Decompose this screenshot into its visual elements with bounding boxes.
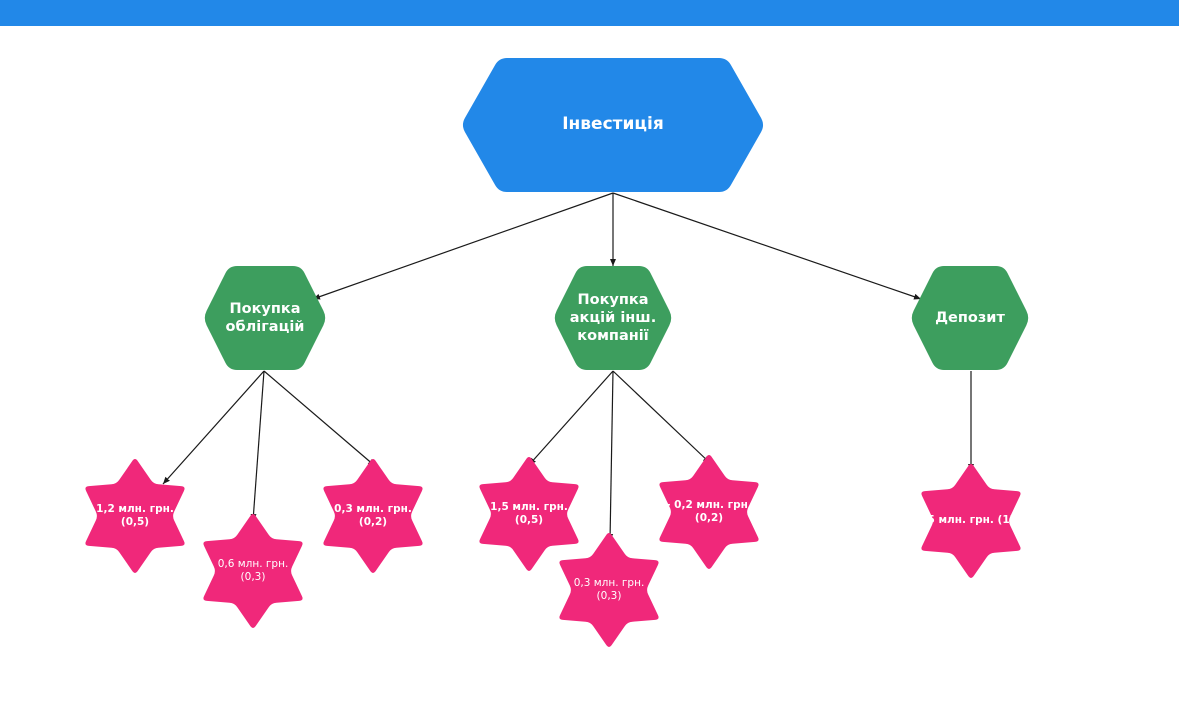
- edge-arrow: [263, 370, 376, 467]
- root-node-label[interactable]: Інвестиція: [562, 114, 664, 135]
- category-node-deposit[interactable]: [911, 266, 1029, 370]
- outcome-node[interactable]: [323, 459, 423, 573]
- edge-arrow: [162, 370, 265, 485]
- edge-arrow: [612, 192, 922, 300]
- outcome-node[interactable]: [479, 457, 579, 571]
- category-node-bonds-label[interactable]: Покупка облігацій: [225, 300, 305, 335]
- outcome-node[interactable]: [659, 455, 759, 569]
- outcome-node-label[interactable]: 0,6 млн. грн. (0,3): [217, 557, 289, 583]
- edge-arrow: [312, 192, 614, 300]
- category-node-shares-label[interactable]: Покупка акцій інш. компанії: [569, 291, 657, 345]
- edge-arrow: [607, 370, 614, 542]
- category-node-bonds[interactable]: [204, 266, 326, 370]
- edge-arrow: [612, 370, 711, 464]
- outcome-node[interactable]: [559, 533, 659, 647]
- root-node[interactable]: [462, 58, 764, 192]
- shapes-group: [85, 58, 1029, 647]
- outcome-node-label[interactable]: - 0,2 млн. грн. (0,2): [666, 498, 752, 524]
- outcome-node[interactable]: [921, 464, 1021, 578]
- outcome-node-label[interactable]: 5 млн. грн. (1): [927, 514, 1015, 527]
- category-node-deposit-label[interactable]: Депозит: [935, 309, 1005, 326]
- outcome-node[interactable]: [203, 514, 303, 628]
- outcome-node-label[interactable]: 1,2 млн. грн. (0,5): [96, 502, 174, 528]
- outcome-node-label[interactable]: 0,3 млн. грн. (0,2): [334, 502, 412, 528]
- edges-group: [162, 192, 974, 542]
- edge-arrow: [250, 370, 265, 522]
- header-bar: [0, 0, 1179, 26]
- edge-arrow: [528, 370, 614, 466]
- category-node-shares[interactable]: [554, 266, 672, 370]
- outcome-node-label[interactable]: 0,3 млн. грн. (0,3): [573, 576, 645, 602]
- outcome-node[interactable]: [85, 459, 185, 573]
- outcome-node-label[interactable]: 1,5 млн. грн. (0,5): [490, 500, 568, 526]
